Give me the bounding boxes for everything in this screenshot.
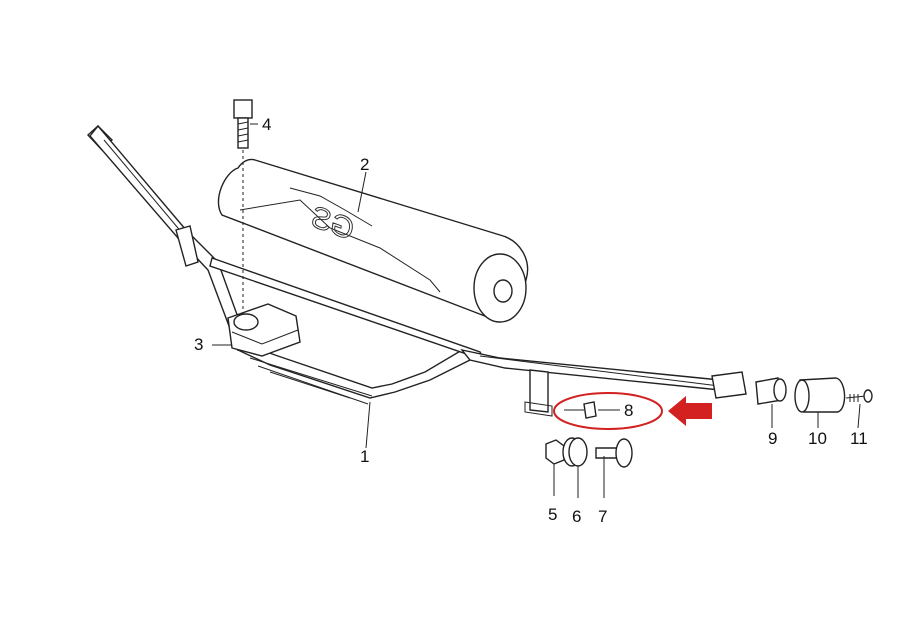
callout-9: 9 [768, 429, 777, 448]
callout-2: 2 [360, 155, 369, 174]
bar-end-weight-part-10 [794, 377, 846, 413]
rubber-plug-part-8 [564, 401, 597, 419]
callout-4: 4 [262, 115, 271, 134]
callout-7: 7 [598, 507, 607, 526]
highlight-annotation [553, 392, 712, 430]
screw-part-7 [595, 438, 633, 468]
washer-part-6 [562, 437, 588, 467]
bushing-part-9 [755, 377, 787, 405]
bolt-part-4 [233, 99, 253, 318]
callout-1: 1 [360, 447, 369, 466]
handlebar-pad-part-2 [217, 158, 529, 323]
leader-lines [212, 123, 861, 498]
nut-part-5 [545, 439, 565, 465]
callout-11: 11 [850, 429, 868, 448]
callout-5: 5 [548, 505, 557, 524]
callout-labels: 1 2 3 4 5 6 7 8 9 10 11 [194, 115, 868, 526]
callout-6: 6 [572, 507, 581, 526]
highlight-ellipse [553, 392, 663, 430]
clamp-part-3 [227, 303, 301, 357]
callout-3: 3 [194, 335, 203, 354]
callout-8: 8 [624, 401, 633, 420]
end-screw-part-11 [845, 389, 873, 403]
callout-10: 10 [808, 429, 827, 448]
red-arrow-icon [668, 396, 712, 426]
